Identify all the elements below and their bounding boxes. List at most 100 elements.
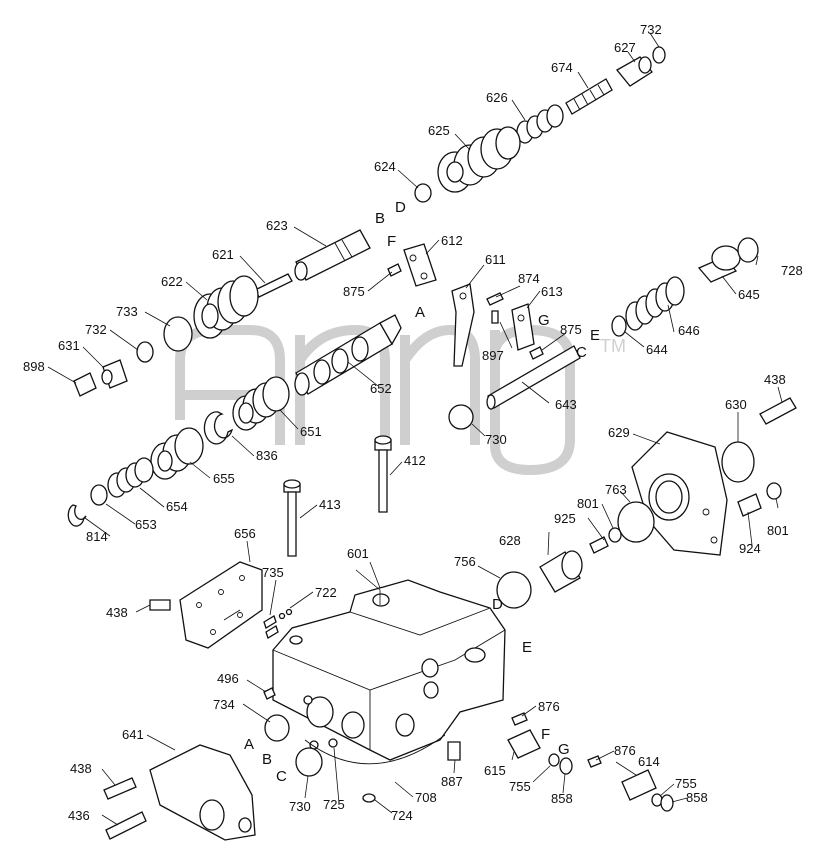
label-629: 629: [608, 425, 630, 440]
plate-612: [403, 243, 437, 287]
part-labels: 732 627 674 626 625 624 623 621 622 733 …: [23, 22, 803, 823]
pin-875-right: [529, 346, 544, 360]
letter-b-top: B: [375, 210, 385, 227]
label-613: 613: [541, 284, 563, 299]
nut-801-left: [608, 527, 622, 543]
label-756: 756: [454, 554, 476, 569]
pins-735: [263, 615, 279, 639]
pin-496: [263, 687, 276, 700]
spool-623: [294, 229, 371, 281]
label-875-right: 875: [560, 322, 582, 337]
oring-728: [737, 237, 759, 263]
label-651: 651: [300, 424, 322, 439]
letter-d-top: D: [395, 199, 406, 216]
oring-730-low: [295, 747, 323, 777]
label-496: 496: [217, 671, 239, 686]
label-755-a: 755: [509, 779, 531, 794]
label-643: 643: [555, 397, 577, 412]
label-438-top: 438: [764, 372, 786, 387]
plug-925: [589, 536, 609, 554]
snap-ring-814: [67, 504, 87, 527]
pin-897: [491, 310, 499, 324]
label-622: 622: [161, 274, 183, 289]
letter-f-body: F: [541, 726, 550, 743]
label-734: 734: [213, 697, 235, 712]
label-621: 621: [212, 247, 234, 262]
label-924: 924: [739, 541, 761, 556]
bolt-436: [105, 811, 147, 840]
label-436: 436: [68, 808, 90, 823]
label-652: 652: [370, 381, 392, 396]
oring-858-a: [559, 757, 573, 775]
label-874: 874: [518, 271, 540, 286]
label-728: 728: [781, 263, 803, 278]
label-644: 644: [646, 342, 668, 357]
label-875-left: 875: [343, 284, 365, 299]
letter-g-body: G: [558, 741, 570, 758]
oring-732: [136, 341, 154, 363]
label-722: 722: [315, 585, 337, 600]
spring-626: [516, 104, 564, 144]
label-601: 601: [347, 546, 369, 561]
oring-730-mid: [448, 404, 474, 430]
spring-651: [232, 376, 290, 431]
label-624: 624: [374, 159, 396, 174]
label-836: 836: [256, 448, 278, 463]
label-623: 623: [266, 218, 288, 233]
label-763: 763: [605, 482, 627, 497]
label-730-mid: 730: [485, 432, 507, 447]
pin-876-a: [511, 712, 528, 726]
cover-629: [631, 431, 728, 556]
leader-lines: [47, 32, 783, 826]
cap-645: [697, 245, 741, 283]
label-630: 630: [725, 397, 747, 412]
letter-a-body: A: [244, 736, 254, 753]
plug-887: [447, 741, 461, 761]
label-732-top: 732: [640, 22, 662, 37]
spring-625: [437, 126, 521, 193]
label-438-left: 438: [106, 605, 128, 620]
label-897: 897: [482, 348, 504, 363]
label-925: 925: [554, 511, 576, 526]
letter-f-top: F: [387, 233, 396, 250]
oring-722-a: [278, 612, 286, 620]
bolt-438-top: [759, 397, 797, 425]
plate-656: [179, 561, 263, 649]
label-614: 614: [638, 754, 660, 769]
cap-631: [101, 359, 128, 389]
plate-613: [511, 303, 535, 351]
label-653: 653: [135, 517, 157, 532]
spring-622: [193, 275, 259, 339]
oring-756: [496, 571, 532, 609]
label-628: 628: [499, 533, 521, 548]
spring-674: [565, 78, 613, 115]
label-755-b: 755: [675, 776, 697, 791]
pin-875-left: [387, 263, 402, 277]
watermark-tm: TM: [600, 336, 626, 356]
plug-924: [737, 493, 762, 517]
letter-b-body: B: [262, 751, 272, 768]
oring-755-a: [548, 753, 560, 767]
oring-763: [617, 501, 655, 543]
cover-641: [149, 744, 256, 841]
spring-654: [107, 457, 154, 498]
label-732: 732: [85, 322, 107, 337]
ring-630: [721, 441, 755, 483]
label-413: 413: [319, 497, 341, 512]
snap-ring-836: [203, 411, 234, 445]
pin-898: [73, 372, 97, 397]
oring-724: [362, 793, 376, 803]
oring-732-top: [652, 46, 666, 64]
letter-c-top: C: [576, 344, 587, 361]
label-725: 725: [323, 797, 345, 812]
nut-801-right: [766, 482, 782, 500]
oring-734: [264, 714, 290, 742]
spool-652: [294, 314, 402, 396]
label-654: 654: [166, 499, 188, 514]
spool-643: [486, 345, 581, 410]
watermark: TM: [175, 324, 626, 476]
valve-body-601: [272, 579, 506, 761]
letter-a-top: A: [415, 304, 425, 321]
label-656: 656: [234, 526, 256, 541]
